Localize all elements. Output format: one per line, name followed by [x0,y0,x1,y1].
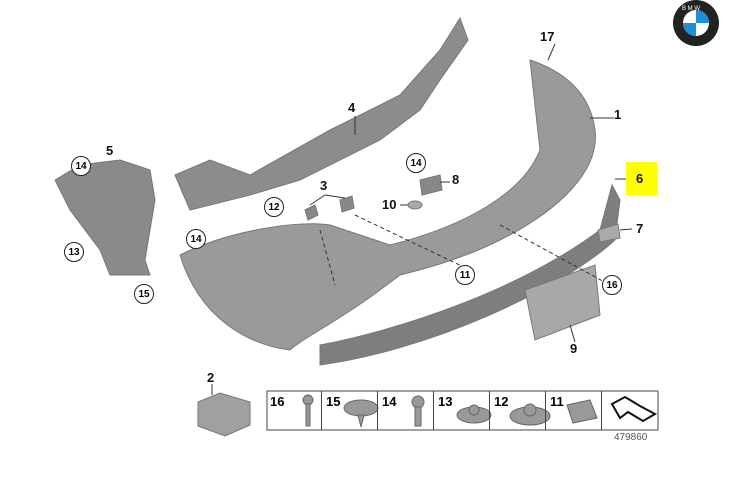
callout-16[interactable]: 16 [602,275,622,295]
hardware-label: 15 [326,394,341,409]
clips-3 [304,195,355,221]
hardware-cell-13[interactable]: 13 [435,391,490,430]
part-label-2[interactable]: 2 [207,370,215,385]
arrow-symbol [610,395,658,423]
callout-14[interactable]: 14 [406,153,426,173]
hardware-table-frame [266,390,659,431]
bmw-logo: B M W [673,0,719,46]
part-label-3[interactable]: 3 [320,178,328,193]
part-label-4[interactable]: 4 [348,100,356,115]
part-label-17[interactable]: 17 [540,29,555,44]
seal-10 [407,200,423,210]
hardware-label: 16 [270,394,285,409]
hardware-cell-16[interactable]: 16 [267,391,322,430]
part-label-1[interactable]: 1 [614,107,622,122]
bumper-panel [179,59,596,351]
part-label-7[interactable]: 7 [636,221,644,236]
part-label-6[interactable]: 6 [636,171,644,186]
part-label-10[interactable]: 10 [382,197,397,212]
hardware-cell-14[interactable]: 14 [379,391,434,430]
side-bracket-5 [54,159,156,276]
svg-text:B M W: B M W [682,6,700,12]
hardware-label: 12 [494,394,509,409]
hardware-cell-12[interactable]: 12 [491,391,546,430]
reflector-7 [597,223,621,243]
clip-8 [419,174,443,196]
highlight-part-6 [626,162,657,195]
hardware-label: 14 [382,394,397,409]
hardware-cell-15[interactable]: 15 [323,391,378,430]
diagram-number: 479860 [614,432,648,443]
part-label-8[interactable]: 8 [452,172,460,187]
box-2 [197,392,251,437]
hardware-label: 11 [550,394,564,409]
diffuser-trim-6 [319,183,621,366]
part-label-5[interactable]: 5 [106,143,114,158]
callout-14[interactable]: 14 [186,229,206,249]
callout-15[interactable]: 15 [134,284,154,304]
hardware-label: 13 [438,394,453,409]
callout-11[interactable]: 11 [455,265,475,285]
hardware-cell-11[interactable]: 11 [547,391,602,430]
callout-14[interactable]: 14 [71,156,91,176]
callout-12[interactable]: 12 [264,197,284,217]
reinforcement-bracket-4 [174,16,469,211]
callout-13[interactable]: 13 [64,242,84,262]
license-plate-base-9 [524,264,601,341]
part-label-9[interactable]: 9 [570,341,578,356]
